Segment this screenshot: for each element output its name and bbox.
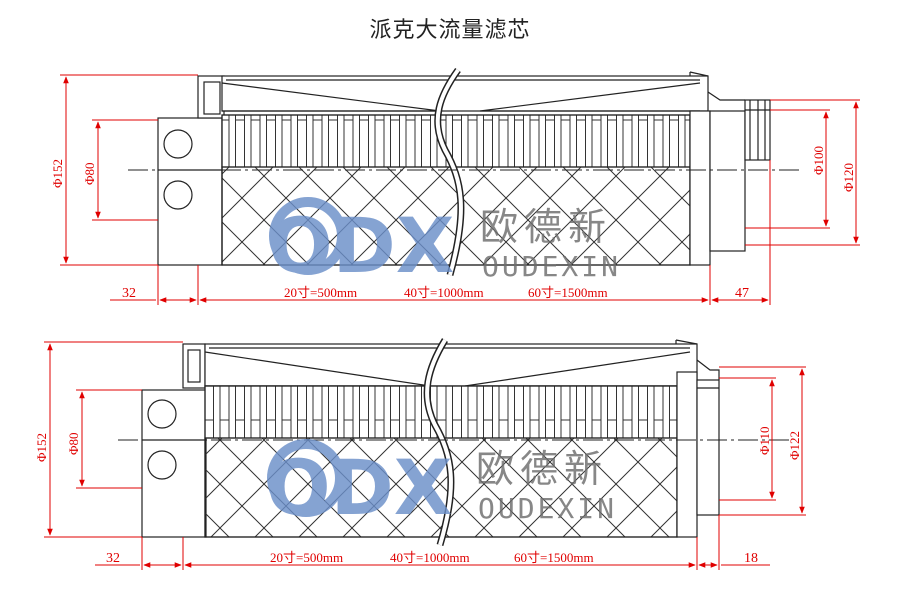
bottom-dia-right-inner-label: Φ110 bbox=[757, 426, 772, 455]
top-right-length-label: 47 bbox=[735, 286, 749, 301]
top-length-40-label: 40寸=1000mm bbox=[404, 285, 484, 300]
bottom-length-20-label: 20寸=500mm bbox=[270, 550, 343, 565]
bottom-dimension-labels: Φ152 Φ80 Φ110 Φ122 32 20寸=500mm 40寸=1000… bbox=[34, 426, 802, 566]
bottom-filter-drawing bbox=[118, 338, 790, 547]
bottom-outlet-spigot bbox=[696, 379, 720, 516]
top-end-cap bbox=[157, 117, 223, 266]
bottom-watermark-cn: 欧德新 bbox=[476, 447, 608, 491]
bottom-left-length-label: 32 bbox=[106, 551, 120, 566]
top-length-20-label: 20寸=500mm bbox=[284, 285, 357, 300]
watermark-logo-ring-icon bbox=[269, 197, 347, 275]
top-left-length-label: 32 bbox=[122, 286, 136, 301]
top-length-60-label: 60寸=1500mm bbox=[528, 285, 608, 300]
top-watermark-en: OUDEXIN bbox=[482, 250, 621, 283]
top-dimension-labels: Φ152 Φ80 Φ100 Φ120 32 20寸=500mm 40寸=1000… bbox=[50, 146, 856, 301]
bottom-dia-port-label: Φ80 bbox=[66, 432, 81, 455]
top-filter-drawing bbox=[128, 67, 800, 276]
bottom-watermark-logo: ODX bbox=[266, 443, 452, 532]
bottom-port-hole-upper bbox=[147, 399, 177, 429]
top-watermark-cn: 欧德新 bbox=[480, 205, 612, 249]
diagram-title: 派克大流量滤芯 bbox=[369, 18, 531, 43]
top-dia-outer-label: Φ152 bbox=[50, 159, 65, 188]
bottom-length-40-label: 40寸=1000mm bbox=[390, 550, 470, 565]
bottom-port-hole-lower bbox=[147, 450, 177, 480]
top-core-ribs bbox=[221, 114, 691, 168]
top-dimension-lines bbox=[60, 74, 860, 305]
bottom-dia-outer-label: Φ152 bbox=[34, 433, 49, 462]
bottom-dia-right-outer-label: Φ122 bbox=[787, 431, 802, 460]
top-port-hole-upper bbox=[163, 129, 193, 159]
bottom-dimension-lines bbox=[44, 341, 806, 570]
top-dia-right-inner-label: Φ100 bbox=[811, 146, 826, 175]
top-shell-upper bbox=[221, 75, 709, 112]
top-port-hole-lower bbox=[163, 180, 193, 210]
bottom-length-60-label: 60寸=1500mm bbox=[514, 550, 594, 565]
bottom-end-cap bbox=[141, 389, 207, 538]
top-dia-port-label: Φ80 bbox=[82, 162, 97, 185]
watermark-logo-ring-icon bbox=[267, 439, 345, 517]
bottom-watermark: ODX 欧德新 OUDEXIN bbox=[266, 439, 617, 532]
top-watermark: ODX 欧德新 OUDEXIN bbox=[268, 197, 621, 290]
bottom-shell-upper bbox=[204, 343, 698, 387]
top-dia-right-outer-label: Φ120 bbox=[841, 163, 856, 192]
bottom-right-length-label: 18 bbox=[744, 551, 758, 566]
top-watermark-logo: ODX bbox=[268, 201, 454, 290]
bottom-watermark-en: OUDEXIN bbox=[478, 492, 617, 525]
